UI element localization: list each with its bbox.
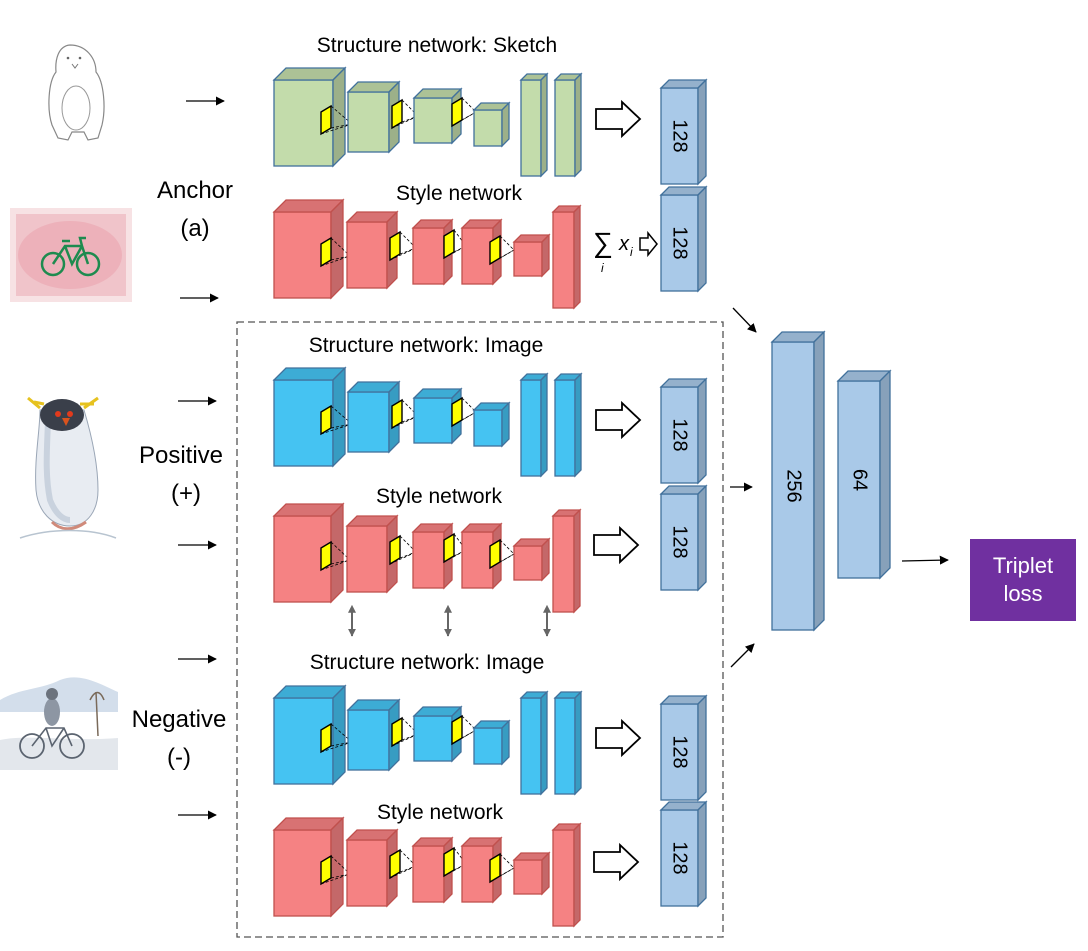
negative-style-conv2 bbox=[345, 828, 399, 908]
sum-variable: x bbox=[618, 233, 630, 255]
positive-style-conv2 bbox=[345, 514, 399, 594]
triplet-loss-line1: Triplet bbox=[992, 553, 1054, 578]
penguin-sketch-image bbox=[48, 44, 105, 141]
negative-structure-title: Structure network: Image bbox=[310, 651, 545, 674]
triplet-loss-box: Triplet loss bbox=[970, 539, 1076, 621]
anchor-style-conv1 bbox=[272, 198, 345, 300]
anchor-structure-fc2 bbox=[553, 72, 583, 178]
anchor-label: Anchor bbox=[157, 177, 233, 204]
feature-128-positive-structure-label: 128 bbox=[669, 418, 691, 451]
negative-structure-kernel2 bbox=[391, 716, 419, 748]
negative-structure-kernel1 bbox=[320, 722, 353, 754]
anchor-structure-title: Structure network: Sketch bbox=[317, 34, 557, 57]
positive-sublabel: (+) bbox=[171, 480, 201, 507]
network-rows: 128 128 128 128 128 128 256 64 bbox=[272, 66, 892, 928]
anchor-structure-fc1 bbox=[519, 72, 549, 178]
negative-structure-conv1 bbox=[272, 684, 347, 786]
negative-style-kernel4 bbox=[489, 852, 515, 884]
feature-64-label: 64 bbox=[849, 469, 871, 491]
anchor-style-title: Style network bbox=[396, 182, 523, 205]
feature-128-negative-style-label: 128 bbox=[669, 841, 691, 874]
positive-style-conv5 bbox=[512, 537, 551, 582]
positive-style-conv1 bbox=[272, 502, 345, 604]
positive-structure-conv1 bbox=[272, 366, 347, 468]
penguin-watercolor-image bbox=[19, 396, 117, 539]
cyclist-watercolor-image bbox=[0, 677, 118, 770]
feature-128-positive-style: 128 bbox=[659, 484, 708, 592]
positive-label: Positive bbox=[139, 442, 223, 469]
positive-style-conv3 bbox=[411, 522, 454, 590]
input-arrows bbox=[178, 96, 225, 820]
anchor-style-fc1 bbox=[551, 204, 582, 310]
anchor-style-arrow bbox=[639, 230, 658, 258]
merge-arrows bbox=[730, 307, 949, 668]
negative-label: Negative bbox=[132, 706, 227, 733]
bicycle-watercolor-image bbox=[10, 208, 132, 302]
feature-128-anchor-style: 128 bbox=[659, 185, 708, 293]
negative-structure-kernel3 bbox=[451, 714, 477, 746]
feature-128-negative-style: 128 bbox=[659, 800, 708, 908]
positive-structure-title: Structure network: Image bbox=[309, 334, 544, 357]
negative-structure-arrow bbox=[595, 718, 642, 758]
negative-style-conv5 bbox=[512, 851, 551, 896]
positive-structure-arrow bbox=[595, 400, 642, 440]
anchor-structure-arrow bbox=[595, 99, 642, 139]
negative-style-title: Style network bbox=[377, 801, 504, 824]
anchor-sublabel: (a) bbox=[180, 215, 209, 242]
negative-structure-conv4 bbox=[472, 719, 511, 766]
feature-128-positive-structure: 128 bbox=[659, 377, 708, 485]
sum-sign: ∑ bbox=[593, 227, 613, 258]
feature-128-positive-style-label: 128 bbox=[669, 525, 691, 558]
anchor-style-conv5 bbox=[512, 233, 551, 278]
positive-structure-kernel1 bbox=[320, 404, 353, 436]
anchor-style-kernel2 bbox=[389, 230, 417, 262]
sum-pooling-symbol: ∑ i x i bbox=[593, 227, 633, 275]
feature-128-anchor-structure: 128 bbox=[659, 78, 708, 186]
sum-variable-index: i bbox=[630, 245, 633, 259]
negative-structure-fc1 bbox=[519, 690, 549, 796]
feature-128-anchor-structure-label: 128 bbox=[669, 119, 691, 152]
feature-128-negative-structure-label: 128 bbox=[669, 735, 691, 768]
weight-sharing-arrows bbox=[348, 604, 551, 637]
positive-style-title: Style network bbox=[376, 485, 503, 508]
negative-style-kernel2 bbox=[389, 848, 417, 880]
positive-style-fc1 bbox=[551, 508, 582, 614]
positive-structure-kernel2 bbox=[391, 398, 419, 430]
feature-128-negative-structure: 128 bbox=[659, 694, 708, 802]
feature-64: 64 bbox=[836, 369, 892, 580]
sum-index: i bbox=[601, 261, 604, 275]
positive-style-kernel2 bbox=[389, 534, 417, 566]
negative-sublabel: (-) bbox=[167, 744, 191, 771]
positive-style-kernel4 bbox=[489, 538, 515, 570]
triplet-loss-line2: loss bbox=[1003, 581, 1043, 606]
anchor-structure-conv2 bbox=[346, 80, 401, 154]
anchor-style-kernel4 bbox=[489, 234, 515, 266]
positive-structure-kernel3 bbox=[451, 396, 477, 428]
positive-structure-conv2 bbox=[346, 380, 401, 454]
negative-style-conv4 bbox=[460, 836, 503, 904]
negative-style-arrow bbox=[593, 842, 640, 882]
positive-style-arrow bbox=[593, 525, 640, 565]
negative-style-conv1 bbox=[272, 816, 345, 918]
feature-256: 256 bbox=[770, 330, 826, 632]
positive-structure-conv4 bbox=[472, 401, 511, 448]
anchor-structure-conv1 bbox=[272, 66, 347, 168]
anchor-style-conv2 bbox=[345, 210, 399, 290]
negative-style-fc1 bbox=[551, 822, 582, 928]
anchor-structure-conv4 bbox=[472, 101, 511, 148]
anchor-structure-kernel2 bbox=[391, 98, 419, 130]
anchor-structure-kernel3 bbox=[451, 96, 477, 128]
feature-128-anchor-style-label: 128 bbox=[669, 226, 691, 259]
feature-256-label: 256 bbox=[783, 469, 805, 502]
shared-weights-box bbox=[236, 321, 724, 938]
negative-structure-fc2 bbox=[553, 690, 583, 796]
positive-structure-fc1 bbox=[519, 372, 549, 478]
positive-structure-fc2 bbox=[553, 372, 583, 478]
negative-style-conv3 bbox=[411, 836, 454, 904]
